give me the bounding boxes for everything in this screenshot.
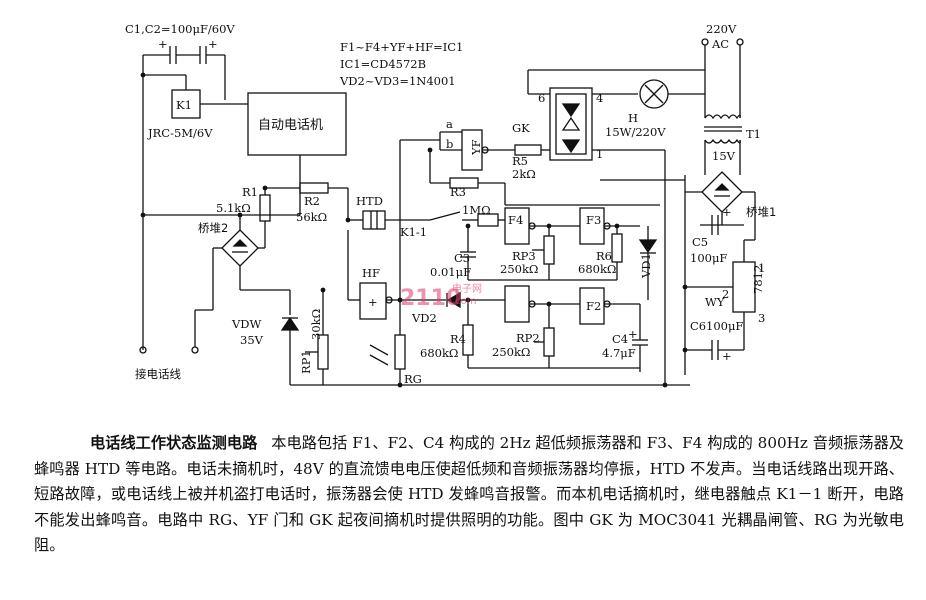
vd1-label: VD1 [639,253,653,279]
rp3-value: 250kΩ [500,262,538,276]
rp2-label: RP2 [516,331,540,345]
c5-value: 100μF [690,251,727,265]
vdw-value: 35V [240,333,264,347]
lamp-value: 15W/220V [605,125,666,139]
reg-pin3: 3 [758,311,765,325]
svg-text:+: + [628,327,638,341]
hf-label: HF [362,266,380,280]
r6-label: R6 [596,249,612,263]
r4-label: R4 [450,332,466,346]
svg-text:+: + [722,205,732,219]
gates-note: F1~F4+YF+HF=IC1 [340,40,463,54]
r2-value: 56kΩ [296,210,327,224]
r4-value: 680kΩ [420,346,458,360]
circuit-schematic: C1,C2=100μF/60V + + K1 JRC-5M/6V 自动电话机 R… [125,22,776,388]
c3-value: 0.01μF [430,265,471,279]
auto-phone-label: 自动电话机 [258,118,323,133]
rp1-label: RP1 [299,350,313,374]
c3-label: C3 [454,251,470,265]
caps-note: C1,C2=100μF/60V [125,22,235,36]
c6-value: 100μF [706,319,743,333]
wy-label: WY [705,295,725,309]
gk-label: GK [512,121,530,135]
rp1-value: 30kΩ [309,309,323,340]
relay-label: JRC-5M/6V [147,126,213,140]
watermark-sub2: .com [452,296,477,307]
reg-label: 7812 [751,265,765,294]
r6-value: 680kΩ [578,262,616,276]
f2-label: F2 [586,299,601,313]
f3-label: F3 [586,213,601,227]
reg-pin1: 1 [758,261,765,275]
rg-label: RG [404,372,422,386]
phone-line-label: 接电话线 [135,367,181,381]
r1-value: 5.1kΩ [216,201,251,215]
r1-label: R1 [242,185,258,199]
caption: 电话线工作状态监测电路本电路包括 F1、F2、C4 构成的 2Hz 超低频振荡器… [34,431,904,559]
reg-pin2: 2 [722,287,729,301]
bridge2-label: 桥堆2 [198,221,228,235]
t1-label: T1 [746,127,761,141]
pin4: 4 [596,91,603,105]
pin1: 1 [596,147,603,161]
vdw-label: VDW [231,317,262,331]
diodes-note: VD2~VD3=1N4001 [339,74,456,88]
c6-label: C6 [690,319,706,333]
svg-text:+: + [722,349,732,363]
r3-label: R3 [450,185,466,199]
vd2-label: VD2 [411,311,437,325]
watermark-logo: 2110 [400,286,461,311]
pin6: 6 [538,91,545,105]
ac-voltage: 220V [706,22,737,36]
svg-text:+: + [368,295,378,309]
r5-label: R5 [512,154,528,168]
c5-label: C5 [692,235,708,249]
c4-label: C4 [612,332,628,346]
lamp-label: H [628,111,638,125]
f4-label: F4 [508,213,523,227]
caption-title: 电话线工作状态监测电路 [90,434,258,452]
watermark-sub1: 电子网 [452,282,482,295]
ac-label: AC [711,37,729,51]
rp2-value: 250kΩ [492,345,530,359]
ic1-note: IC1=CD4572B [340,57,426,71]
pin-b: b [446,137,453,151]
yf-label: YF [469,139,483,156]
pin-a: a [446,117,453,131]
r2-label: R2 [304,194,320,208]
rp3-label: RP3 [512,249,536,263]
caption-body: 本电路包括 F1、F2、C4 构成的 2Hz 超低频振荡器和 F3、F4 构成的… [34,434,904,554]
svg-text:+: + [208,37,218,51]
k1-label: K1 [176,98,192,112]
r-1m-label: 1MΩ [462,203,491,217]
r5-value: 2kΩ [512,167,536,181]
t1-value: 15V [712,149,736,163]
bridge1-label: 桥堆1 [746,205,776,219]
c4-value: 4.7μF [602,346,636,360]
svg-text:+: + [158,37,168,51]
htd-label: HTD [356,194,383,208]
k1-1-label: K1-1 [400,225,427,239]
